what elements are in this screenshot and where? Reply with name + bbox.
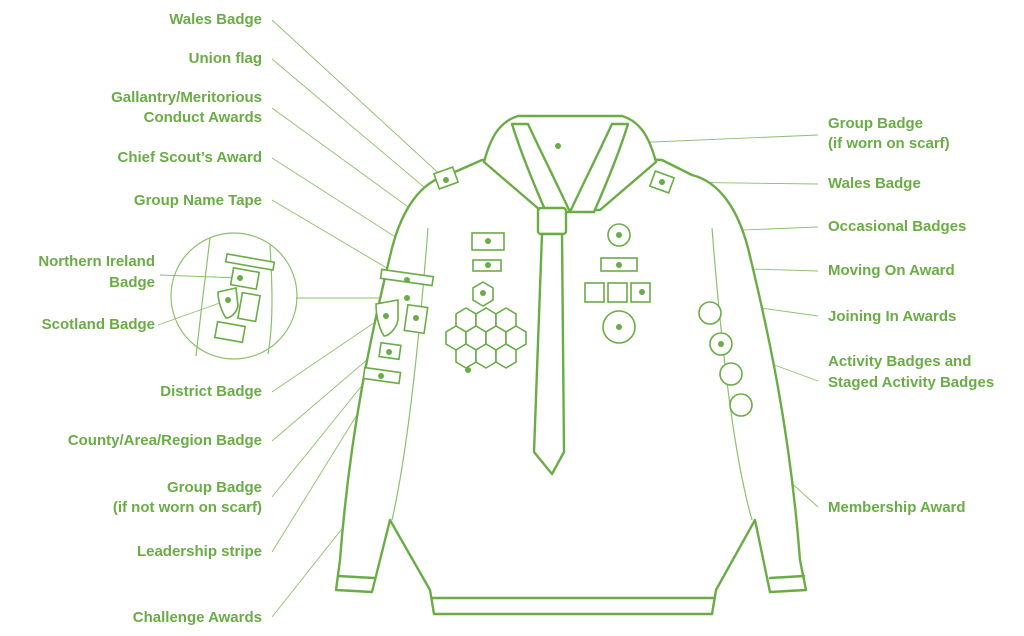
dot-challenge (465, 367, 471, 373)
right-sleeve-badges (698, 301, 753, 417)
dot-leadership (378, 373, 384, 379)
right-chest-badges (584, 170, 676, 344)
right-labels: Group Badge (if worn on scarf) Wales Bad… (828, 115, 994, 516)
inset-name-tape (224, 252, 276, 272)
dot-chief-scout (480, 290, 486, 296)
scarf-tail (532, 232, 566, 476)
dot-activity (718, 341, 724, 347)
inset-sleeve-edge (195, 237, 211, 357)
dot-group-name-tape (404, 277, 410, 283)
label-county-badge: County/Area/Region Badge (68, 432, 262, 449)
scarf-right (568, 122, 630, 214)
activity-badge (698, 301, 722, 325)
dot-group-not-scarf (386, 349, 392, 355)
label-leadership-stripe: Leadership stripe (137, 543, 262, 560)
leader-scotland (157, 299, 229, 326)
dot-scotland (225, 297, 231, 303)
label-district-badge: District Badge (160, 383, 262, 400)
leader-district (271, 315, 385, 393)
dot-county (413, 315, 419, 321)
dot-gallantry (485, 262, 491, 268)
inset-sleeve-edge (267, 244, 273, 355)
challenge-hex (495, 343, 517, 369)
label-joining-in-awards: Joining In Awards (828, 308, 956, 325)
right-cuff-line (768, 574, 806, 580)
woggle (536, 206, 568, 236)
label-challenge-awards: Challenge Awards (133, 609, 262, 626)
dot-inset-connector (404, 295, 410, 301)
activity-badge (729, 393, 753, 417)
label-group-badge-scarf-line-2: (if worn on scarf) (828, 135, 950, 152)
label-gallantry-line-2: Conduct Awards (144, 109, 262, 126)
label-wales-badge-left: Wales Badge (169, 11, 262, 28)
inset-circle (170, 232, 298, 360)
dot-wales-badge-right (659, 179, 665, 185)
dot-district (383, 313, 389, 319)
collar-and-scarf (482, 114, 658, 476)
inset-county-badge (236, 291, 262, 323)
left-sleeve-badges (362, 268, 435, 385)
leader-northern-ireland (159, 274, 241, 279)
left-sleeve-seam (391, 227, 429, 521)
label-moving-on-award: Moving On Award (828, 262, 955, 279)
right-sleeve-seam (711, 227, 753, 521)
label-group-badge-not-scarf-line-1: Group Badge (167, 479, 262, 496)
label-chief-scout-award: Chief Scout’s Award (118, 149, 262, 166)
label-occasional-badges: Occasional Badges (828, 218, 966, 235)
label-wales-badge-right: Wales Badge (828, 175, 921, 192)
label-group-badge-scarf-line-1: Group Badge (828, 115, 923, 132)
dot-northern-ireland (237, 275, 243, 281)
label-gallantry-line-1: Gallantry/Meritorious (111, 89, 262, 106)
sweatshirt-outline (334, 156, 808, 616)
label-activity-badges-line-2: Staged Activity Badges (828, 374, 994, 391)
inset-northern-ireland-badge (229, 266, 261, 291)
label-union-flag: Union flag (189, 50, 262, 67)
sweatshirt-body (334, 156, 808, 616)
dot-occasional (616, 232, 622, 238)
dot-membership (616, 324, 622, 330)
dot-joining-in (639, 289, 645, 295)
leader-wales-badge-left (271, 19, 447, 181)
label-activity-badges-line-1: Activity Badges and (828, 353, 971, 370)
challenge-hex (475, 343, 497, 369)
left-labels: Wales Badge Union flag Gallantry/Meritor… (38, 11, 262, 626)
left-cuff-line (336, 574, 376, 580)
label-group-badge-not-scarf-line-2: (if not worn on scarf) (113, 499, 262, 516)
inset-group-badge (213, 320, 247, 344)
label-group-name-tape: Group Name Tape (134, 192, 262, 209)
label-northern-ireland-line-2: Badge (109, 274, 155, 291)
label-scotland-badge: Scotland Badge (42, 316, 155, 333)
joining-in-badge (607, 282, 628, 303)
activity-badge (719, 362, 743, 386)
label-membership-award: Membership Award (828, 499, 966, 516)
dot-moving-on (616, 262, 622, 268)
inset-zoom (170, 232, 298, 360)
leader-group-name-tape (271, 199, 408, 281)
challenge-award-hexes (445, 307, 527, 373)
dot-wales-badge-left (443, 177, 449, 183)
dot-union-flag (485, 238, 491, 244)
label-northern-ireland-line-1: Northern Ireland (38, 253, 155, 270)
left-chest-badges (432, 166, 527, 373)
challenge-hex (455, 343, 477, 369)
dot-group-badge-scarf (555, 143, 561, 149)
joining-in-badge (584, 282, 605, 303)
